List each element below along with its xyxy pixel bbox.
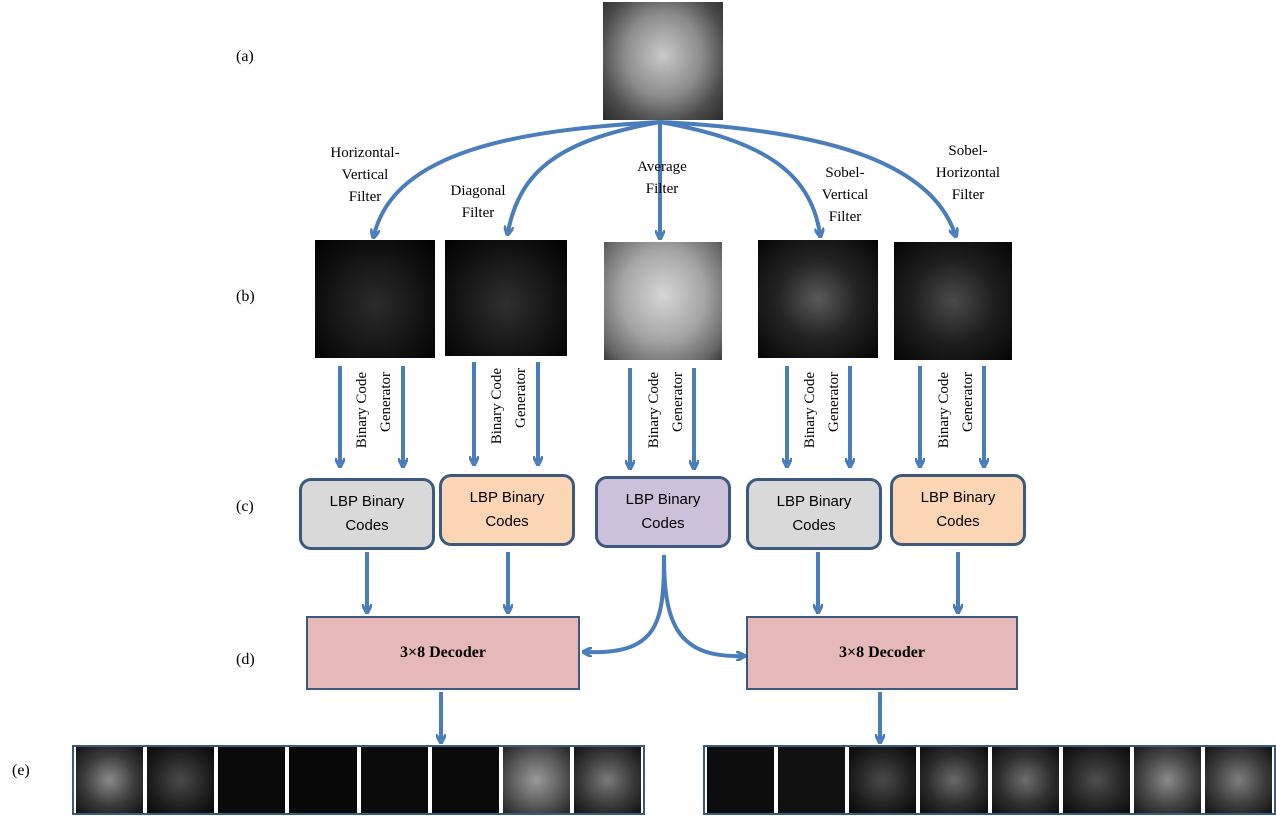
generator-label-1b: Generator	[378, 372, 394, 432]
output-image	[1204, 747, 1272, 813]
filtered-image-diagonal	[445, 240, 567, 356]
row-label-c: (c)	[236, 498, 254, 515]
output-strip-right	[703, 745, 1276, 815]
row-label-d: (d)	[236, 651, 255, 668]
arrow-face-to-diag	[508, 120, 661, 232]
row-label-e: (e)	[12, 762, 30, 779]
output-image	[431, 747, 499, 813]
generator-label-3: Binary Code	[646, 372, 662, 449]
decoder-left: 3×8 Decoder	[306, 616, 580, 690]
output-image	[778, 747, 846, 813]
generator-label-5: Binary Code	[936, 372, 952, 449]
generator-label-1: Binary Code	[354, 372, 370, 449]
filtered-image-average	[604, 242, 722, 360]
output-image	[849, 747, 917, 813]
generator-label-4b: Generator	[826, 372, 842, 432]
output-image	[991, 747, 1059, 813]
output-image	[1062, 747, 1130, 813]
output-image	[147, 747, 215, 813]
arrow-lbp3-dec1	[586, 554, 666, 652]
row-label-b: (b)	[236, 288, 255, 305]
output-image	[76, 747, 144, 813]
filtered-image-sobel-vertical	[758, 240, 878, 358]
output-strip-left	[72, 745, 645, 815]
generator-label-3b: Generator	[670, 372, 686, 432]
generator-label-5b: Generator	[960, 372, 976, 432]
output-image	[1133, 747, 1201, 813]
arrow-face-to-sv	[659, 120, 820, 234]
arrow-face-to-sh	[659, 120, 955, 234]
output-image	[289, 747, 357, 813]
row-label-a: (a)	[236, 48, 254, 65]
filtered-image-horizontal-vertical	[315, 240, 435, 358]
generator-label-4: Binary Code	[802, 372, 818, 449]
output-image	[920, 747, 988, 813]
output-image	[502, 747, 570, 813]
filtered-image-sobel-horizontal	[894, 242, 1012, 360]
input-face-image	[603, 2, 723, 120]
decoder-right: 3×8 Decoder	[746, 616, 1018, 690]
arrow-lbp3-dec2	[662, 554, 742, 656]
arrow-face-to-hv	[374, 120, 661, 235]
output-image	[360, 747, 428, 813]
output-image	[218, 747, 286, 813]
generator-label-2: Binary Code	[489, 368, 505, 445]
output-image	[573, 747, 641, 813]
output-image	[707, 747, 775, 813]
generator-label-2b: Generator	[513, 368, 529, 428]
